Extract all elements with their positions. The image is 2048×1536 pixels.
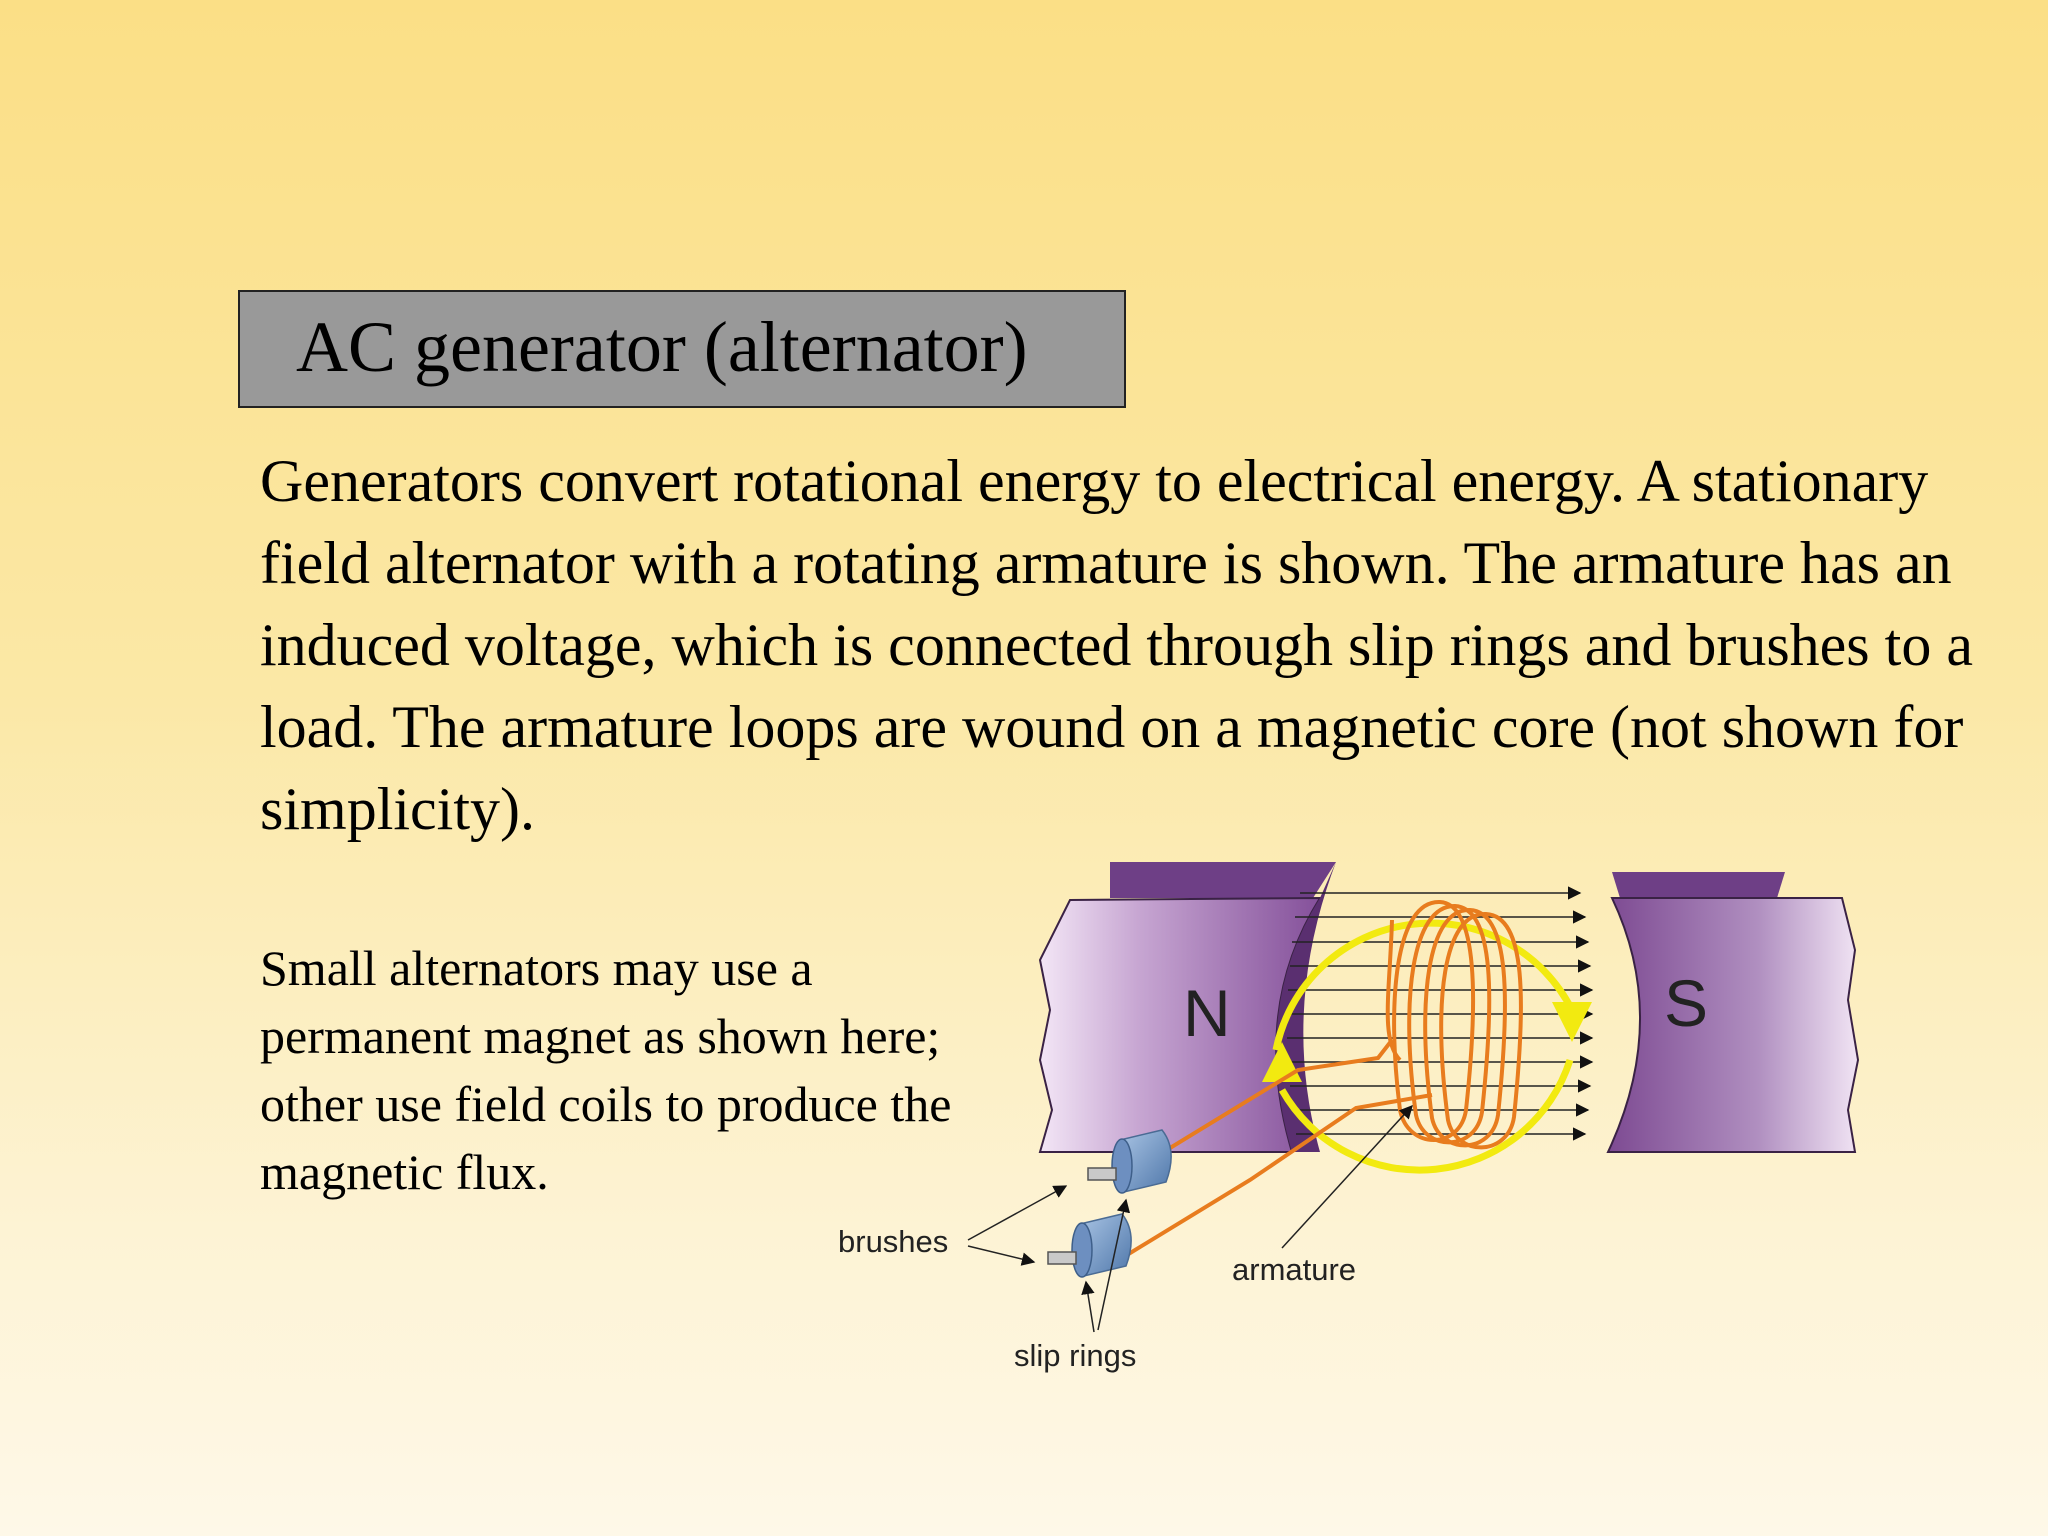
body-paragraph: Generators convert rotational energy to … xyxy=(260,448,1973,842)
armature-label: armature xyxy=(1232,1252,1356,1287)
side-note: Small alternators may use a permanent ma… xyxy=(260,940,952,1200)
south-label: S xyxy=(1664,966,1708,1040)
callout-pointers xyxy=(967,1105,1413,1333)
slide-title: AC generator (alternator) xyxy=(238,290,1126,408)
slip-rings-label: slip rings xyxy=(1014,1338,1136,1373)
slip-rings xyxy=(1071,1129,1172,1278)
north-label: N xyxy=(1183,976,1231,1050)
brushes xyxy=(1047,1167,1117,1265)
armature-coil xyxy=(1385,899,1523,1150)
brushes-label: brushes xyxy=(838,1224,948,1259)
coil-leads xyxy=(1120,1038,1433,1260)
south-pole xyxy=(1606,872,1860,1153)
